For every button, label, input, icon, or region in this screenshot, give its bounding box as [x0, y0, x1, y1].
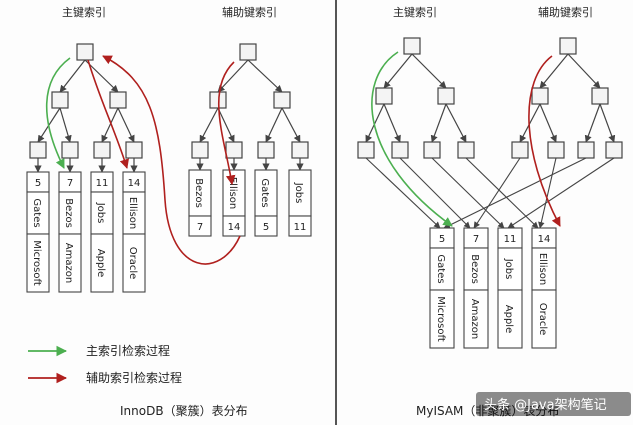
- myisam-primary-tree: [365, 53, 467, 143]
- myisam-row1-id: 5: [439, 234, 445, 245]
- innodb-row4-company: Oracle: [127, 247, 138, 280]
- innodb-primary-search-arrow: [45, 57, 71, 169]
- myisam-row3-company: Apple: [503, 305, 514, 333]
- innodb-sec2-id: 14: [228, 222, 241, 233]
- innodb-secondary-search-arrow: [217, 61, 236, 185]
- myisam-secondary-tree: [519, 53, 616, 143]
- myisam-row2-id: 7: [473, 234, 479, 245]
- innodb-sec1-name: Bezos: [193, 178, 204, 208]
- myisam-row4-company: Oracle: [537, 303, 548, 336]
- innodb-row2-id: 7: [67, 178, 73, 189]
- myisam-row1-name: Gates: [435, 254, 446, 283]
- innodb-back-to-primary-arrow: [102, 55, 241, 265]
- innodb-row2-company: Amazon: [63, 243, 74, 283]
- myisam-leaf-pointers: [365, 157, 615, 229]
- header-left-primary: 主键索引: [62, 5, 106, 19]
- innodb-row3-id: 11: [96, 178, 109, 189]
- innodb-sec2-name: Ellison: [227, 177, 238, 209]
- innodb-primary-leaves: [26, 171, 146, 293]
- watermark-text: 头条 @Java架构笔记: [484, 397, 607, 413]
- myisam-row2-company: Amazon: [469, 299, 480, 339]
- innodb-row4-name: Ellison: [127, 197, 138, 229]
- innodb-sec4-name: Jobs: [293, 182, 304, 204]
- innodb-primary-relookup-arrow: [87, 59, 129, 169]
- innodb-secondary-nodes: [191, 43, 309, 159]
- innodb-sec4-id: 11: [294, 222, 307, 233]
- legend-secondary-label: 辅助索引检索过程: [86, 370, 182, 385]
- innodb-secondary-leaves: [188, 169, 312, 237]
- myisam-primary-nodes: [357, 37, 475, 159]
- caption-myisam: MyISAM（非聚簇）表分布: [416, 403, 559, 418]
- myisam-secondary-search-arrow: [528, 55, 561, 227]
- innodb-row1-company: Microsoft: [31, 240, 42, 286]
- legend-primary-label: 主索引检索过程: [86, 343, 170, 358]
- innodb-sec3-name: Gates: [259, 178, 270, 207]
- innodb-row3-name: Jobs: [95, 202, 106, 224]
- myisam-row4-name: Ellison: [537, 253, 548, 285]
- myisam-row2-name: Bezos: [469, 254, 480, 284]
- header-right-secondary: 辅助键索引: [538, 5, 593, 19]
- myisam-primary-search-arrow: [371, 51, 453, 227]
- myisam-secondary-nodes: [511, 37, 623, 159]
- watermark-backdrop: [476, 392, 631, 416]
- myisam-data-rows: [429, 227, 557, 349]
- innodb-sec3-id: 5: [263, 222, 269, 233]
- innodb-row4-id: 14: [128, 178, 141, 189]
- myisam-row3-name: Jobs: [503, 258, 514, 280]
- header-left-secondary: 辅助键索引: [222, 5, 277, 19]
- innodb-row2-name: Bezos: [63, 198, 74, 228]
- innodb-row1-id: 5: [35, 178, 41, 189]
- myisam-row3-id: 11: [504, 234, 517, 245]
- myisam-row1-company: Microsoft: [435, 296, 446, 342]
- innodb-secondary-tree: [196, 59, 304, 171]
- innodb-sec1-id: 7: [197, 222, 203, 233]
- caption-innodb: InnoDB（聚簇）表分布: [120, 403, 248, 418]
- innodb-primary-nodes: [29, 43, 143, 159]
- innodb-row3-company: Apple: [95, 249, 106, 277]
- innodb-row1-name: Gates: [31, 198, 42, 227]
- innodb-primary-tree: [34, 59, 138, 173]
- myisam-row4-id: 14: [538, 234, 551, 245]
- header-right-primary: 主键索引: [393, 5, 437, 19]
